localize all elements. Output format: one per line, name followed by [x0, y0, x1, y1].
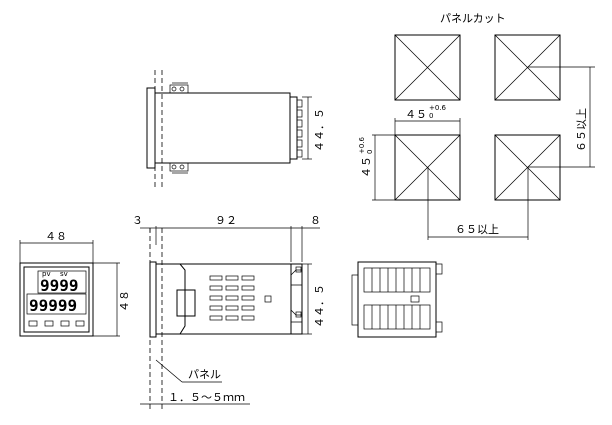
top-view-bracket-bottom: [169, 162, 189, 174]
front-width-dim: ４８: [45, 230, 67, 243]
panel-cut-hspacing: ６５以上: [455, 223, 499, 236]
side-latch: [176, 289, 196, 317]
panel-cut-group: パネルカット ４５ +0.6 0: [358, 12, 595, 240]
top-view-depth-dim: ４４．５: [313, 108, 326, 152]
front-display-bottom-window: [26, 293, 87, 315]
side-panel-thickness: １．５～５ｍｍ: [168, 391, 245, 404]
side-body-dim: ９２: [215, 214, 237, 227]
front-display-top-window: [37, 270, 87, 294]
panel-cut-title: パネルカット: [440, 12, 506, 25]
rear-right-tab-top: [435, 263, 443, 275]
panel-cut-width-tol: +0.6: [429, 104, 447, 112]
panel-cut-width-tol0: 0: [429, 112, 433, 120]
panel-cut-vspacing: ６５以上: [575, 108, 588, 152]
top-view-body: [154, 92, 291, 164]
side-panel-leader: [155, 359, 183, 383]
top-view-terminal-block: [296, 99, 303, 158]
rear-terminal-row-top: [363, 267, 431, 293]
front-key-1: [28, 320, 38, 327]
side-bezel-dim: ３: [132, 214, 143, 227]
side-depth-dim: ４４．５: [313, 284, 326, 328]
panel-cut-square-bl: [394, 134, 461, 201]
side-bezel: [149, 261, 157, 338]
panel-cut-height-tol0: 0: [366, 150, 374, 154]
front-keys: [28, 320, 85, 327]
front-key-4: [75, 320, 85, 327]
front-key-2: [44, 320, 54, 327]
front-display-bottom: 99999: [29, 296, 77, 315]
side-terminal-dim: ８: [310, 214, 321, 227]
front-display-top: 9999: [40, 276, 79, 295]
panel-cut-square-tl: [394, 34, 461, 101]
rear-right-tab-bottom: [435, 321, 443, 333]
rear-terminal-row-bottom: [363, 304, 431, 330]
front-key-3: [60, 320, 70, 327]
svg-text:sv: sv: [60, 270, 68, 278]
rear-left-flange: [351, 274, 359, 326]
panel-cut-height: ４５: [360, 156, 373, 178]
side-terminal-block: [290, 263, 303, 335]
side-vent-slots: [209, 275, 255, 321]
panel-cut-square-br: [494, 134, 561, 201]
side-panel-label: パネル: [188, 368, 221, 381]
front-view: pv sv 9999 99999 ４８ ４８: [19, 230, 131, 337]
panel-cut-square-tr: [494, 34, 561, 101]
top-view-bracket-top: [169, 82, 189, 94]
panel-cut-width: ４５: [405, 108, 427, 121]
panel-cut-height-tol: +0.6: [358, 136, 366, 154]
top-view-bezel: [146, 87, 156, 169]
rear-view-frame: [357, 261, 437, 338]
svg-text:pv: pv: [42, 270, 51, 278]
rear-center-marker: [410, 295, 420, 303]
rear-view: [351, 261, 443, 338]
side-mount-bracket: [162, 263, 186, 335]
front-view-bezel: [19, 262, 94, 337]
side-small-square: [264, 295, 272, 303]
side-view: ３ ９２ ８: [132, 214, 326, 410]
front-height-dim: ４８: [118, 290, 131, 312]
top-view: ４４．５: [146, 70, 326, 188]
